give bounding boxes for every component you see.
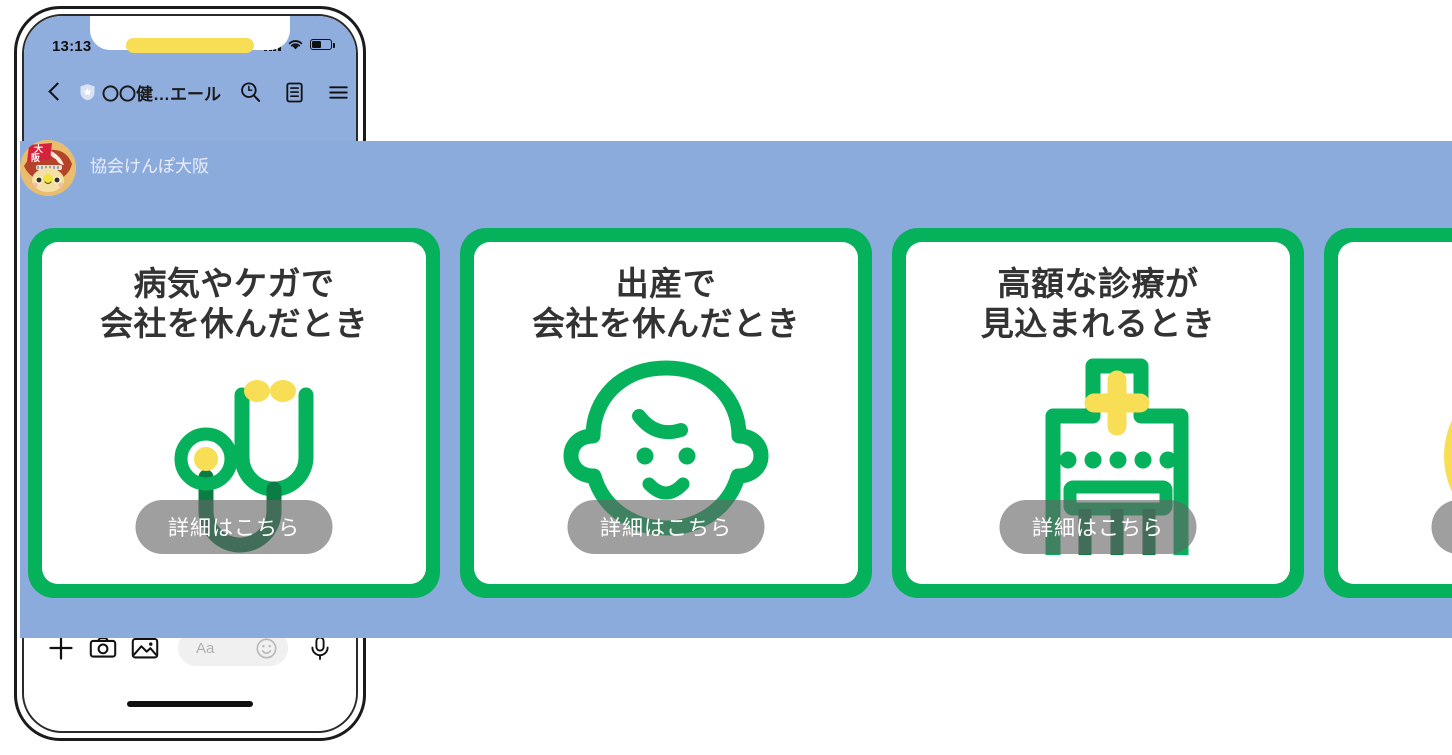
back-button[interactable] bbox=[42, 80, 66, 104]
message-input-placeholder: Aa bbox=[196, 639, 215, 657]
card-title: 医療費 負担 bbox=[1338, 264, 1452, 345]
takoyaki-mascot-avatar[interactable]: 大 阪 bbox=[20, 140, 76, 196]
microphone-icon[interactable] bbox=[306, 634, 334, 662]
yen-coin-icon bbox=[1338, 352, 1452, 562]
carousel-card[interactable]: 医療費 負担 詳細はこちら bbox=[1324, 228, 1452, 598]
notch-highlight-pill bbox=[126, 38, 254, 53]
header-actions bbox=[239, 81, 350, 104]
wifi-icon bbox=[288, 40, 303, 50]
message-sender-row: 大 阪 協会けんぽ大阪 bbox=[20, 140, 209, 196]
verified-shield-icon bbox=[79, 83, 96, 101]
card-inner: 医療費 負担 詳細はこちら bbox=[1338, 242, 1452, 584]
svg-text:大: 大 bbox=[34, 143, 43, 155]
detail-button[interactable]: 詳細はこちら bbox=[999, 500, 1197, 554]
chat-title: 〇〇健…エール bbox=[102, 84, 221, 104]
svg-text:阪: 阪 bbox=[31, 152, 41, 164]
chat-header: 〇〇健…エール bbox=[24, 62, 356, 122]
carousel-card[interactable]: 病気やケガで 会社を休んだとき 詳細はこちら bbox=[28, 228, 440, 598]
card-inner: 高額な診療が 見込まれるとき 詳細はこちら bbox=[906, 242, 1290, 584]
image-gallery-icon[interactable] bbox=[130, 633, 160, 663]
emoji-smiley-icon[interactable] bbox=[255, 637, 278, 660]
detail-button[interactable]: 詳細はこちら bbox=[567, 500, 765, 554]
carousel-cards: 病気やケガで 会社を休んだとき 詳細はこちら 出産で 会社を休んだとき bbox=[28, 228, 1452, 598]
battery-icon bbox=[310, 39, 335, 50]
carousel-card[interactable]: 高額な診療が 見込まれるとき 詳細はこちら bbox=[892, 228, 1304, 598]
home-indicator bbox=[127, 701, 253, 707]
card-title: 病気やケガで 会社を休んだとき bbox=[100, 265, 368, 343]
message-sender-name: 協会けんぽ大阪 bbox=[90, 157, 209, 176]
carousel-card[interactable]: 出産で 会社を休んだとき 詳細はこちら bbox=[460, 228, 872, 598]
card-inner: 病気やケガで 会社を休んだとき 詳細はこちら bbox=[42, 242, 426, 584]
chat-title-group: 〇〇健…エール bbox=[79, 80, 221, 105]
note-icon[interactable] bbox=[283, 81, 306, 104]
card-title: 出産で 会社を休んだとき bbox=[532, 265, 800, 343]
plus-icon[interactable] bbox=[46, 633, 76, 663]
detail-button[interactable]: 詳細はこちら bbox=[1431, 500, 1452, 554]
hamburger-menu-icon[interactable] bbox=[327, 81, 350, 104]
status-time: 13:13 bbox=[52, 38, 92, 55]
card-inner: 出産で 会社を休んだとき 詳細はこちら bbox=[474, 242, 858, 584]
detail-button[interactable]: 詳細はこちら bbox=[135, 500, 333, 554]
search-icon[interactable] bbox=[239, 81, 262, 104]
camera-icon[interactable] bbox=[88, 633, 118, 663]
card-title: 高額な診療が 見込まれるとき bbox=[980, 265, 1216, 343]
